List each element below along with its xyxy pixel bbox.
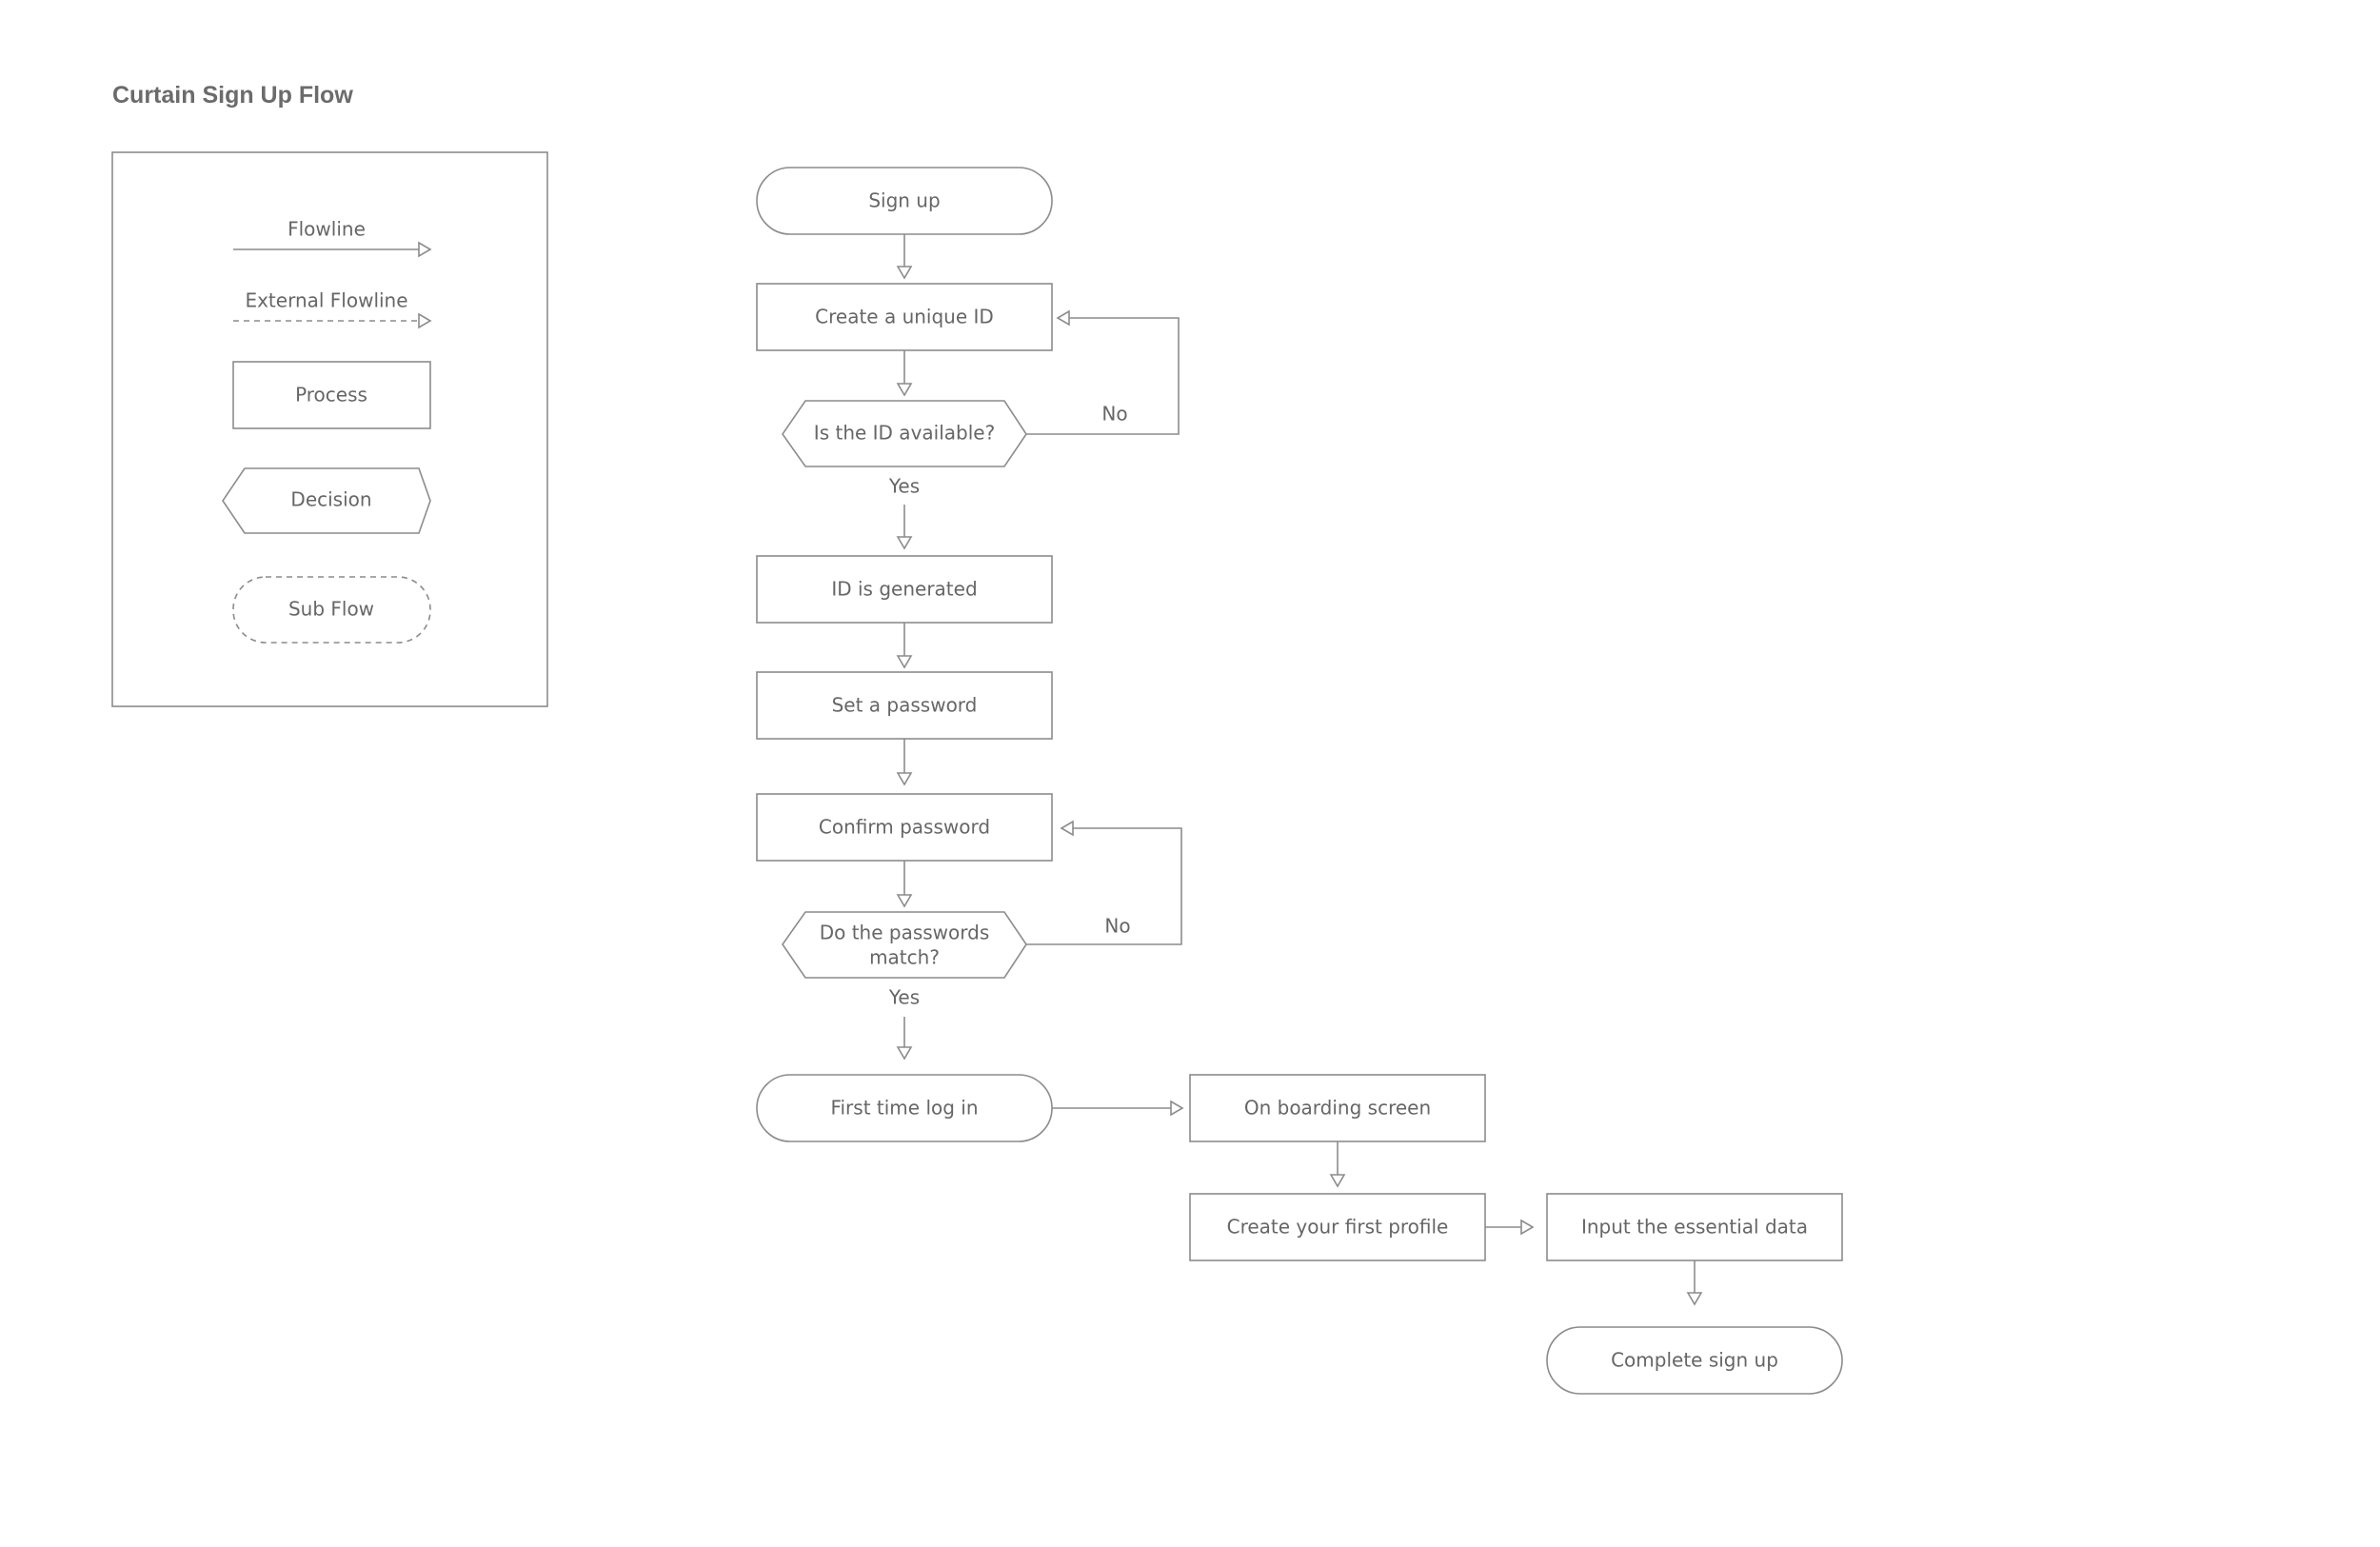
process-shape (1189, 1074, 1486, 1142)
node-create-unique-id[interactable]: Create a unique ID (756, 283, 1053, 351)
process-shape (756, 555, 1053, 624)
node-label: Is the ID available? (814, 422, 995, 445)
arrowhead (1520, 1219, 1535, 1236)
node-sign-up[interactable]: Sign up (756, 167, 1053, 235)
arrowhead (896, 383, 913, 397)
node-onboarding-screen[interactable]: On boarding screen (1189, 1074, 1486, 1142)
node-label-line-1: Do the passwords (820, 922, 990, 944)
process-shape (756, 283, 1053, 351)
arrowhead (896, 894, 913, 908)
node-label: Create a unique ID (815, 306, 994, 328)
terminal-shape (756, 1074, 1053, 1142)
node-first-time-log-in[interactable]: First time log in (756, 1074, 1053, 1142)
arrowhead (896, 1046, 913, 1061)
legend-flowline-arrowhead (418, 241, 432, 258)
node-id-available-decision[interactable]: Is the ID available? (782, 400, 1027, 467)
arrowhead (896, 536, 913, 550)
node-label: ID is generated (831, 578, 977, 601)
legend-frame (111, 151, 548, 707)
legend-flowline-label: Flowline (288, 218, 366, 241)
edge-label-yes: Yes (888, 475, 920, 498)
node-id-generated[interactable]: ID is generated (756, 555, 1053, 624)
connectors (896, 234, 1703, 1306)
flowline-no-loop (1026, 827, 1182, 945)
legend-decision-label: Decision (290, 488, 371, 511)
decision-shape (782, 911, 1027, 979)
flowline-no-loop (1026, 317, 1180, 435)
terminal-shape (1546, 1326, 1843, 1395)
edge-label-yes: Yes (888, 986, 920, 1009)
node-set-password[interactable]: Set a password (756, 671, 1053, 740)
process-shape (1189, 1193, 1486, 1261)
node-label: First time log in (830, 1097, 978, 1120)
arrowhead (896, 266, 913, 280)
arrowhead (1056, 309, 1070, 327)
node-input-essential-data[interactable]: Input the essential data (1546, 1193, 1843, 1261)
terminal-shape (756, 167, 1053, 235)
node-confirm-password[interactable]: Confirm password (756, 793, 1053, 862)
legend-subflow-shape (232, 576, 431, 644)
process-shape (756, 671, 1053, 740)
arrowhead (896, 772, 913, 786)
node-passwords-match-decision[interactable]: Do the passwords match? (782, 911, 1027, 979)
arrowhead (1060, 820, 1074, 837)
legend-process-label: Process (295, 384, 367, 407)
legend-external-flowline-label: External Flowline (245, 289, 407, 312)
node-label-line-2: match? (869, 946, 940, 969)
node-label: Create your first profile (1227, 1216, 1449, 1239)
node-create-first-profile[interactable]: Create your first profile (1189, 1193, 1486, 1261)
node-label: Complete sign up (1611, 1349, 1778, 1372)
node-label: Confirm password (819, 816, 990, 839)
process-shape (756, 793, 1053, 862)
page-title: Curtain Sign Up Flow (112, 82, 353, 109)
legend-external-flowline-arrowhead (418, 312, 432, 329)
arrowhead (1170, 1100, 1184, 1117)
legend-subflow-label: Sub Flow (288, 598, 374, 621)
decision-shape (782, 400, 1027, 467)
legend-decision-shape (222, 467, 431, 534)
node-label: Sign up (868, 189, 940, 212)
node-label: Input the essential data (1581, 1216, 1808, 1239)
edge-label-no: No (1104, 915, 1130, 938)
process-shape (1546, 1193, 1843, 1261)
legend: Flowline External Flowline Process Decis… (111, 151, 548, 707)
arrowhead (1329, 1174, 1346, 1188)
node-label: Set a password (832, 694, 978, 717)
node-label: On boarding screen (1244, 1097, 1431, 1120)
arrowhead (1686, 1292, 1703, 1306)
legend-process-shape (232, 361, 431, 429)
arrowhead (896, 655, 913, 669)
node-complete-sign-up[interactable]: Complete sign up (1546, 1326, 1843, 1395)
edge-label-no: No (1101, 403, 1127, 426)
